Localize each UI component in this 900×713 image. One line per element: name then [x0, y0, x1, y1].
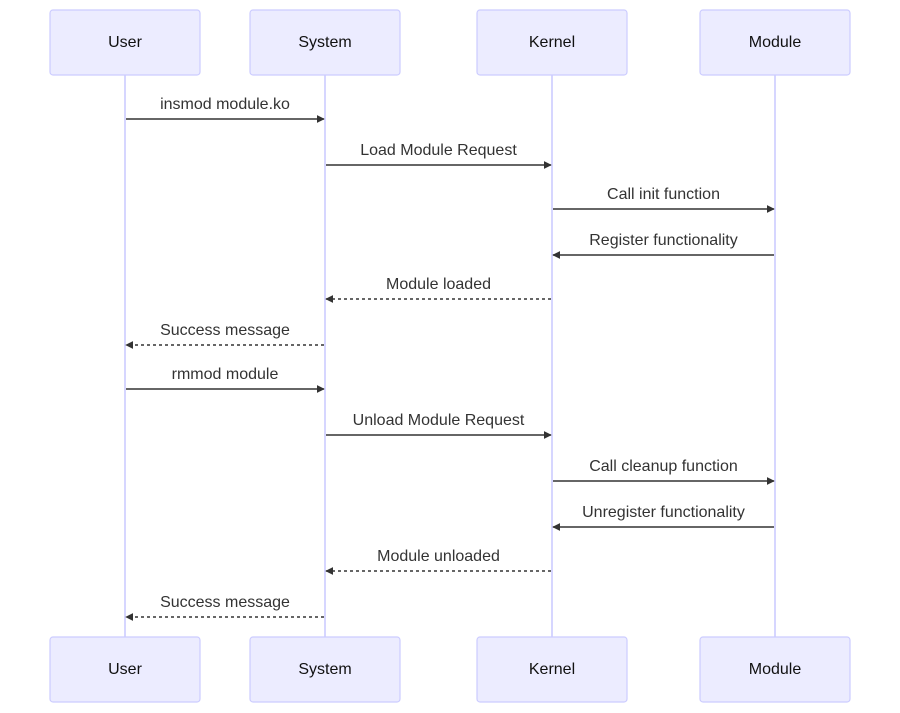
message-unregister: Unregister functionality: [552, 504, 774, 531]
lifelines: [124, 75, 776, 637]
actor-label: System: [298, 661, 351, 678]
message-label: Success message: [160, 594, 290, 611]
actor-module-bottom: Module: [699, 636, 851, 703]
actor-user-top: User: [49, 9, 201, 76]
message-label: Unload Module Request: [353, 412, 525, 429]
message-label: Module unloaded: [377, 548, 500, 565]
message-success-1: Success message: [125, 322, 324, 349]
message-unload-request: Unload Module Request: [326, 412, 552, 439]
messages: insmod module.ko Load Module Request Cal…: [125, 96, 775, 621]
actor-system-bottom: System: [249, 636, 401, 703]
actor-module-top: Module: [699, 9, 851, 76]
message-rmmod: rmmod module: [126, 366, 325, 393]
message-label: Register functionality: [589, 232, 738, 249]
actor-kernel-top: Kernel: [476, 9, 628, 76]
message-label: Load Module Request: [360, 142, 517, 159]
message-label: Call cleanup function: [589, 458, 738, 475]
message-label: Success message: [160, 322, 290, 339]
actor-label: User: [108, 34, 142, 51]
participants-top: User System Kernel Module: [49, 9, 851, 76]
message-label: Unregister functionality: [582, 504, 745, 521]
actor-label: System: [298, 34, 351, 51]
actor-label: Kernel: [529, 34, 575, 51]
actor-user-bottom: User: [49, 636, 201, 703]
actor-kernel-bottom: Kernel: [476, 636, 628, 703]
actor-label: Kernel: [529, 661, 575, 678]
message-label: Module loaded: [386, 276, 491, 293]
message-label: Call init function: [607, 186, 720, 203]
message-load-request: Load Module Request: [326, 142, 552, 169]
message-module-unloaded: Module unloaded: [325, 548, 551, 575]
actor-label: User: [108, 661, 142, 678]
message-call-init: Call init function: [553, 186, 775, 213]
actor-label: Module: [749, 34, 802, 51]
actor-label: Module: [749, 661, 802, 678]
message-insmod: insmod module.ko: [126, 96, 325, 123]
message-module-loaded: Module loaded: [325, 276, 551, 303]
message-call-cleanup: Call cleanup function: [553, 458, 775, 485]
message-success-2: Success message: [125, 594, 324, 621]
actor-system-top: System: [249, 9, 401, 76]
message-register: Register functionality: [552, 232, 774, 259]
participants-bottom: User System Kernel Module: [49, 636, 851, 703]
message-label: rmmod module: [172, 366, 279, 383]
message-label: insmod module.ko: [160, 96, 290, 113]
